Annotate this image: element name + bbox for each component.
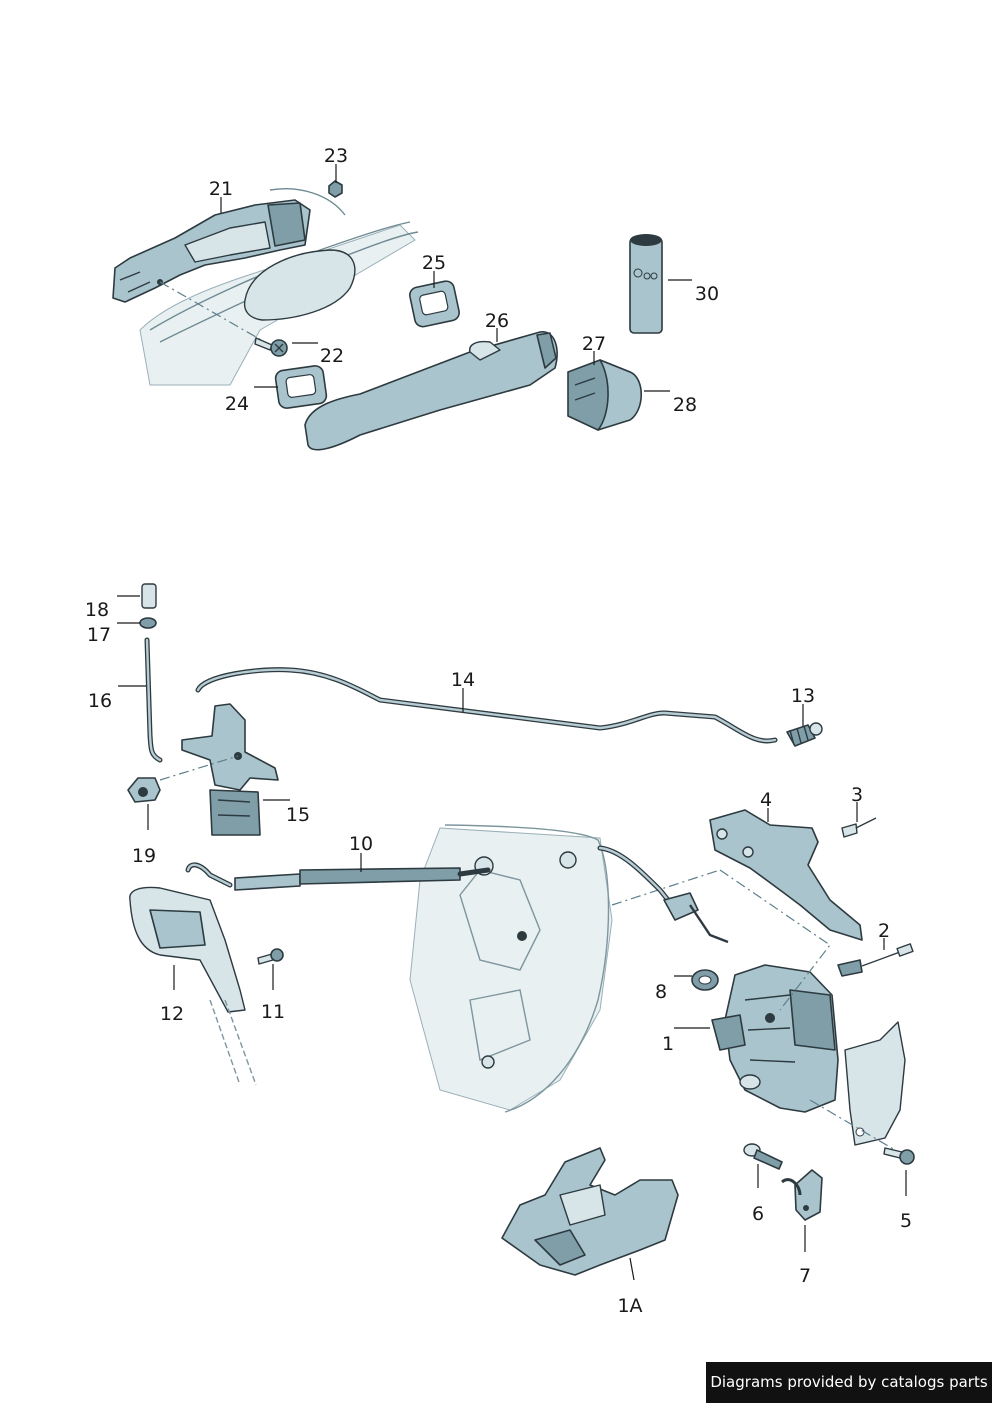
part-27-28-end-cap (567, 359, 642, 431)
part-24-gasket (274, 365, 328, 409)
part-13-clip (786, 722, 823, 747)
callout-7: 7 (799, 1265, 811, 1287)
callout-23: 23 (324, 145, 348, 167)
part-26-outer-handle (304, 331, 558, 451)
part-30-grease-tube (629, 234, 663, 334)
callout-1A: 1A (617, 1295, 642, 1317)
callout-13: 13 (791, 685, 815, 707)
part-7-striker (781, 1169, 823, 1221)
callout-30: 30 (695, 283, 719, 305)
part-10-cable (185, 862, 491, 891)
callout-12: 12 (160, 1003, 184, 1025)
part-22-screw (254, 337, 288, 357)
leader-dash-15 (159, 755, 239, 781)
part-6-bolt (743, 1143, 783, 1170)
part-11-screw (257, 948, 284, 965)
door-panel-ghost (139, 188, 419, 386)
callout-26: 26 (485, 310, 509, 332)
part-18-17-16-lock-knob-rod (139, 583, 163, 763)
part-8-seal (691, 969, 719, 991)
part-15-actuator (181, 703, 279, 836)
callout-22: 22 (320, 345, 344, 367)
part-2-screw (837, 943, 914, 977)
callout-8: 8 (655, 981, 667, 1003)
part-rod-link (597, 845, 729, 944)
part-21-handle-carrier (112, 199, 311, 303)
part-3-screw (841, 817, 877, 838)
callout-16: 16 (88, 690, 112, 712)
part-1A-cover (501, 1147, 679, 1276)
callout-5: 5 (900, 1210, 912, 1232)
callout-17: 17 (87, 624, 111, 646)
part-12-inner-handle (129, 886, 257, 1086)
callout-2: 2 (878, 920, 890, 942)
callout-labels: 23 21 25 30 26 27 22 24 28 18 17 16 14 1… (85, 145, 912, 1317)
leader-lines (117, 164, 907, 1281)
part-25-gasket (409, 280, 460, 328)
callout-24: 24 (225, 393, 249, 415)
callout-11: 11 (261, 1001, 285, 1023)
callout-27: 27 (582, 333, 606, 355)
callout-4: 4 (760, 789, 772, 811)
part-5-screw (883, 1147, 915, 1165)
leader-dash-4 (719, 869, 831, 1011)
callout-10: 10 (349, 833, 373, 855)
callout-28: 28 (673, 394, 697, 416)
callout-15: 15 (286, 804, 310, 826)
callout-14: 14 (451, 669, 475, 691)
callout-25: 25 (422, 252, 446, 274)
part-14-rod (195, 667, 778, 744)
callout-3: 3 (851, 784, 863, 806)
callout-6: 6 (752, 1203, 764, 1225)
callout-18: 18 (85, 599, 109, 621)
part-4-bracket (709, 809, 863, 941)
callout-21: 21 (209, 178, 233, 200)
leader-dash-10 (611, 869, 721, 906)
leader-dash-5 (809, 1099, 896, 1151)
callout-1: 1 (662, 1033, 674, 1055)
part-1-door-lock (711, 964, 839, 1113)
leader-dash-21 (159, 281, 271, 346)
part-19-clip (127, 777, 161, 803)
callout-19: 19 (132, 845, 156, 867)
part-bracket-plate (844, 1021, 906, 1146)
door-inner-panel-ghost (409, 824, 613, 1113)
part-23-nut (328, 180, 343, 198)
attribution-footer: Diagrams provided by catalogs parts (706, 1362, 992, 1403)
